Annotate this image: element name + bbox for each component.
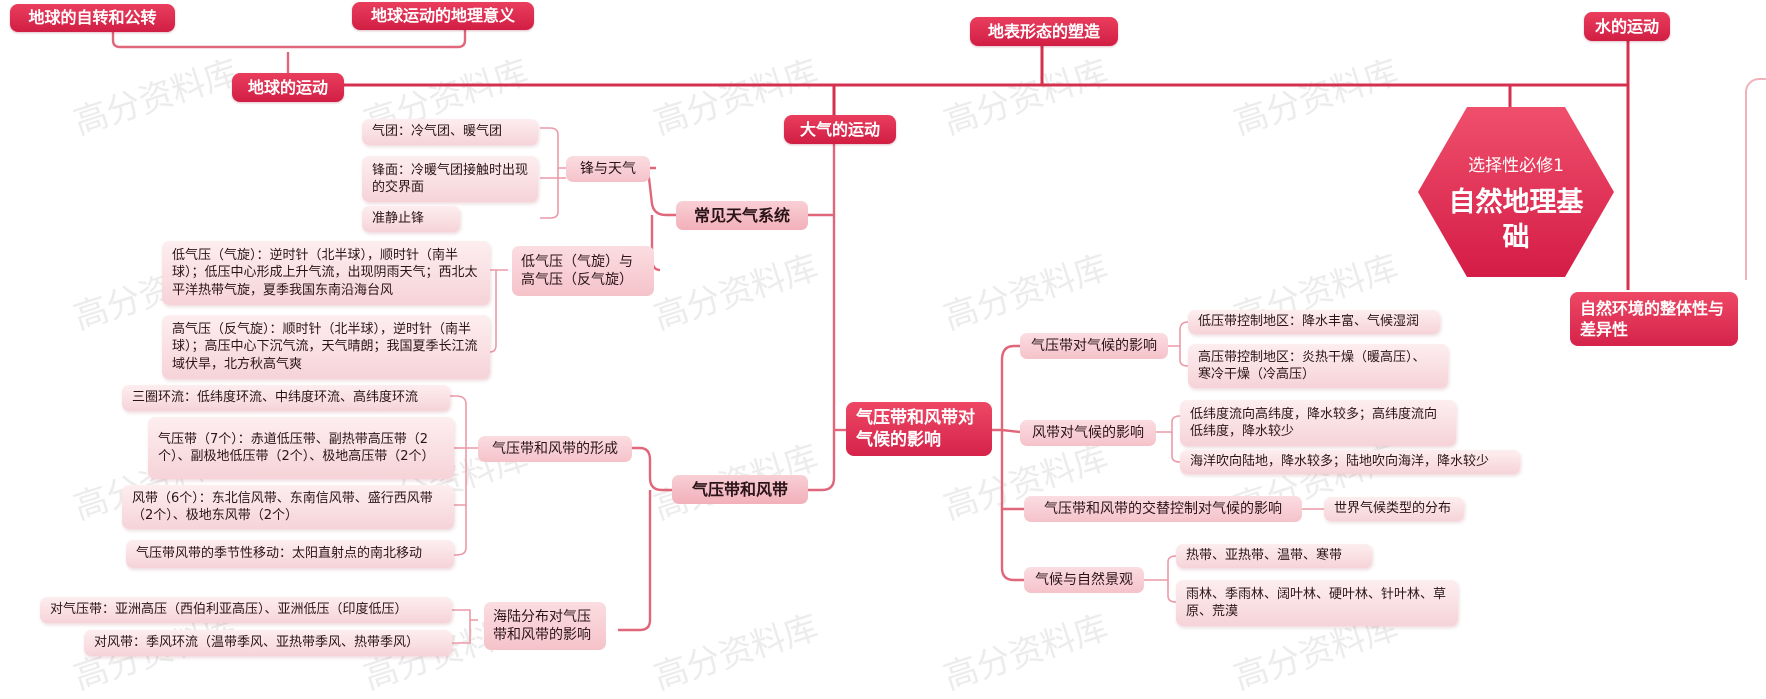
node-front-weather[interactable]: 锋与天气 (566, 156, 650, 182)
node-environment[interactable]: 自然环境的整体性与差异性 (1570, 292, 1738, 346)
leaf-climate-zones: 热带、亚热带、温带、寒带 (1176, 544, 1372, 568)
leaf-latitude-flow: 低纬度流向高纬度，降水较多；高纬度流向低纬度，降水较少 (1180, 400, 1456, 446)
node-cyclone-anticyclone[interactable]: 低气压（气旋）与高气压（反气旋） (512, 246, 654, 296)
partial-offscreen-node (1745, 78, 1766, 280)
leaf-front-surface: 锋面：冷暖气团接触时出现的交界面 (362, 156, 538, 202)
node-pressure-wind-belts[interactable]: 气压带和风带 (672, 475, 808, 504)
node-water-motion[interactable]: 水的运动 (1584, 12, 1670, 41)
leaf-stationary-front: 准静止锋 (362, 206, 460, 232)
node-climate-effect[interactable]: 气压带和风带对气候的影响 (846, 402, 992, 456)
leaf-three-cells: 三圈环流：低纬度环流、中纬度环流、高纬度环流 (122, 385, 450, 411)
leaf-vegetation: 雨林、季雨林、阔叶林、硬叶林、针叶林、草原、荒漠 (1176, 580, 1458, 626)
node-atmosphere[interactable]: 大气的运动 (784, 115, 896, 144)
leaf-anticyclone: 高气压（反气旋）：顺时针（北半球），逆时针（南半球）；高压中心下沉气流，天气晴朗… (162, 315, 490, 379)
node-earth-rotation[interactable]: 地球的自转和公转 (10, 4, 175, 32)
leaf-climate-types: 世界气候类型的分布 (1324, 497, 1464, 521)
leaf-low-pressure-region: 低压带控制地区：降水丰富、气候湿润 (1188, 310, 1440, 334)
leaf-land-sea-wind: 对风带：季风环流（温带季风、亚热带季风、热带季风） (84, 630, 452, 656)
leaf-seasonal-shift: 气压带风带的季节性移动：太阳直射点的南北移动 (126, 540, 454, 568)
node-earth-motion-meaning[interactable]: 地球运动的地理意义 (352, 2, 534, 30)
leaf-wind-belts: 风带（6个）：东北信风带、东南信风带、盛行西风带（2个）、极地东风带（2个） (122, 485, 454, 529)
hub-subtitle: 选择性必修1 (1468, 156, 1564, 176)
node-alternate-control[interactable]: 气压带和风带的交替控制对气候的影响 (1024, 496, 1302, 522)
hub-node[interactable]: 选择性必修1 自然地理基础 (1418, 107, 1614, 277)
node-land-sea[interactable]: 海陆分布对气压带和风带的影响 (484, 602, 606, 650)
leaf-pressure-belts: 气压带（7个）：赤道低压带、副热带高压带（2个）、副极地低压带（2个）、极地高压… (148, 417, 454, 479)
node-earth-motion[interactable]: 地球的运动 (232, 73, 344, 102)
leaf-high-pressure-region: 高压带控制地区：炎热干燥（暖高压）、寒冷干燥（冷高压） (1188, 344, 1448, 388)
node-weather-systems[interactable]: 常见天气系统 (676, 201, 808, 230)
node-belt-formation[interactable]: 气压带和风带的形成 (478, 436, 632, 462)
node-landform[interactable]: 地表形态的塑造 (970, 17, 1118, 46)
leaf-ocean-land-wind: 海洋吹向陆地，降水较多；陆地吹向海洋，降水较少 (1180, 450, 1520, 474)
leaf-land-sea-pressure: 对气压带：亚洲高压（西伯利亚高压）、亚洲低压（印度低压） (40, 597, 452, 623)
node-climate-landscape[interactable]: 气候与自然景观 (1024, 567, 1144, 593)
hub-title: 自然地理基础 (1448, 187, 1584, 254)
leaf-cyclone: 低气压（气旋）：逆时针（北半球），顺时针（南半球）；低压中心形成上升气流，出现阴… (162, 241, 490, 305)
node-wind-climate[interactable]: 风带对气候的影响 (1020, 420, 1156, 446)
node-pressure-climate[interactable]: 气压带对气候的影响 (1020, 333, 1168, 359)
leaf-air-mass: 气团：冷气团、暖气团 (362, 119, 538, 145)
